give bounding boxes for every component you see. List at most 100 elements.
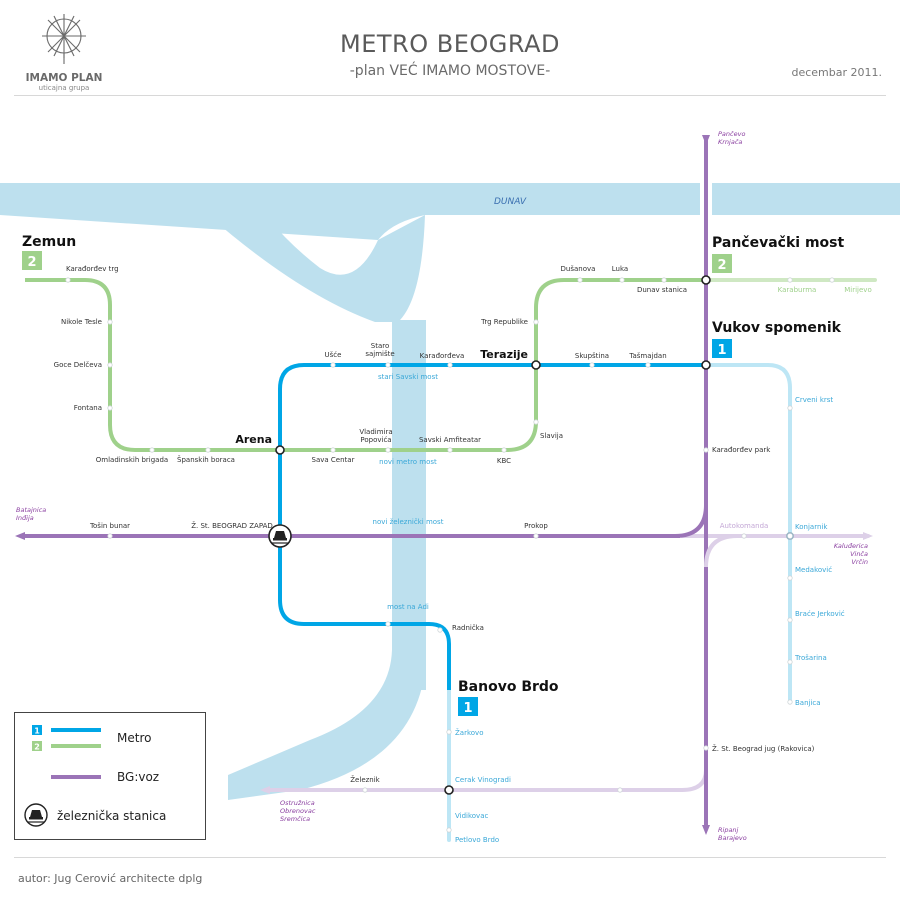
logo-subtitle: uticajna grupa	[38, 84, 90, 92]
station-luka: Luka	[612, 265, 628, 273]
legend-line2-badge: 2	[34, 743, 40, 752]
interchange-arena[interactable]	[275, 445, 285, 455]
banovo-line-badge: 1	[463, 701, 472, 716]
station-label-pancevacki: Pančevački most	[712, 235, 844, 251]
station-braca-jerkovic: Braće Jerković	[795, 610, 845, 618]
legend-line1-badge: 1	[34, 727, 40, 736]
station-vidikovac: Vidikovac	[455, 812, 488, 820]
pancevacki-line-badge: 2	[717, 258, 726, 273]
river-label-dunav: DUNAV	[494, 197, 527, 207]
station-kbc: KBC	[497, 457, 511, 465]
date-label: decembar 2011.	[791, 66, 882, 79]
metro-line-2	[25, 278, 706, 452]
legend: 1 2 Metro BG:voz železnička stanica	[14, 712, 206, 840]
railway-lines	[15, 135, 738, 835]
station-labels: Karađorđev trg Nikole Tesle Goce Delčeva…	[54, 265, 815, 784]
station-zst-beograd-jug: Ž. St. Beograd jug (Rakovica)	[712, 744, 815, 753]
zemun-line-badge: 2	[27, 255, 36, 270]
bottom-divider	[14, 857, 886, 858]
station-cerak: Cerak Vinogradi	[455, 776, 511, 784]
interchange-terazije[interactable]	[531, 360, 541, 370]
danube-river	[0, 183, 700, 240]
station-karaburma: Karaburma	[778, 286, 817, 294]
station-sava-centar: Sava Centar	[312, 456, 355, 464]
station-autokomanda: Autokomanda	[720, 522, 769, 530]
sava-river-south	[228, 650, 426, 800]
logo-name: IMAMO PLAN	[25, 72, 103, 84]
station-konjarnik: Konjarnik	[795, 523, 828, 531]
station-karadjordjev-park: Karađorđev park	[712, 446, 771, 454]
station-usce: Ušće	[325, 351, 342, 359]
station-label-banovo: Banovo Brdo	[458, 679, 559, 695]
station-crveni-krst: Crveni krst	[795, 396, 833, 404]
interchange-stations	[275, 275, 794, 795]
station-trg-republike: Trg Republike	[480, 318, 528, 326]
legend-metro-label: Metro	[117, 731, 152, 745]
station-zeleznik: Železnik	[350, 775, 380, 784]
vukov-line-badge: 1	[717, 343, 726, 358]
bridge-stari-savski: stari Savski most	[378, 373, 438, 381]
legend-station-label: železnička stanica	[57, 809, 167, 823]
page-subtitle: -plan VEĆ IMAMO MOSTOVE-	[349, 63, 551, 79]
sava-river-north	[208, 215, 425, 322]
sava-river	[392, 320, 426, 690]
station-skupstina: Skupština	[575, 352, 609, 360]
interchange-pancevacki[interactable]	[701, 275, 711, 285]
legend-railway-label: BG:voz	[117, 770, 160, 784]
bridge-labels: stari Savski most novi metro most novi ž…	[373, 373, 444, 611]
station-prokop: Prokop	[524, 522, 548, 530]
top-divider	[14, 95, 886, 96]
station-zarkovo: Žarkovo	[455, 728, 483, 737]
page-title: METRO BEOGRAD	[340, 30, 560, 58]
planned-station-labels: Karaburma Mirijevo Crveni krst Konjarnik…	[455, 286, 872, 844]
metro1-extension-konjarnik	[704, 363, 792, 704]
station-label-vukov: Vukov spomenik	[712, 320, 842, 336]
station-dusanova: Dušanova	[561, 265, 596, 273]
station-savski-amfiteatar: Savski Amfiteatar	[419, 436, 481, 444]
railway-junction-north	[674, 504, 708, 538]
interchange-vukov[interactable]	[701, 360, 711, 370]
logo: IMAMO PLAN uticajna grupa	[18, 12, 110, 92]
author-credit: autor: Jug Cerović architecte dplg	[18, 872, 203, 885]
station-karadjordjev-trg: Karađorđev trg	[66, 265, 119, 273]
station-spanskih: Španskih boraca	[177, 455, 235, 464]
line-badges: 2 2 1 1	[22, 251, 732, 716]
station-tasmajdan: Tašmajdan	[628, 352, 666, 360]
station-petlovo-brdo: Petlovo Brdo	[455, 836, 499, 844]
station-karadjordjeva: Karađorđeva	[420, 352, 465, 360]
rivers	[0, 183, 900, 800]
planned-extensions	[265, 278, 877, 842]
station-trosarina: Trošarina	[794, 654, 827, 662]
station-dunav-stanica: Dunav stanica	[637, 286, 687, 294]
metro-line-1	[278, 363, 706, 690]
legend-graphics: 1 2	[24, 725, 101, 827]
train-station-icon[interactable]	[268, 524, 292, 548]
station-fontana: Fontana	[74, 404, 102, 412]
station-omladinskih: Omladinskih brigada	[96, 456, 168, 464]
interchange-konjarnik[interactable]	[785, 531, 794, 540]
station-label-zemun: Zemun	[22, 234, 76, 250]
station-zst-beograd-zapad: Ž. St. BEOGRAD ZAPAD	[191, 521, 273, 530]
station-slavija: Slavija	[540, 432, 563, 440]
station-medakovic: Medaković	[795, 566, 832, 574]
station-label-terazije: Terazije	[480, 348, 528, 361]
station-radnicka: Radnička	[452, 624, 484, 632]
legend-station-icon	[24, 803, 48, 827]
bridge-novi-metro: novi metro most	[379, 458, 437, 466]
interchange-cerak[interactable]	[444, 785, 454, 795]
bridge-novi-zeleznicki: novi železnički most	[373, 518, 444, 526]
bridge-most-na-adi: most na Adi	[387, 603, 429, 611]
station-tosin-bunar: Tošin bunar	[89, 522, 130, 530]
station-mirijevo: Mirijevo	[844, 286, 871, 294]
railway-junction-south	[704, 534, 738, 568]
station-dots	[65, 277, 835, 833]
station-nikole-tesle: Nikole Tesle	[61, 318, 102, 326]
